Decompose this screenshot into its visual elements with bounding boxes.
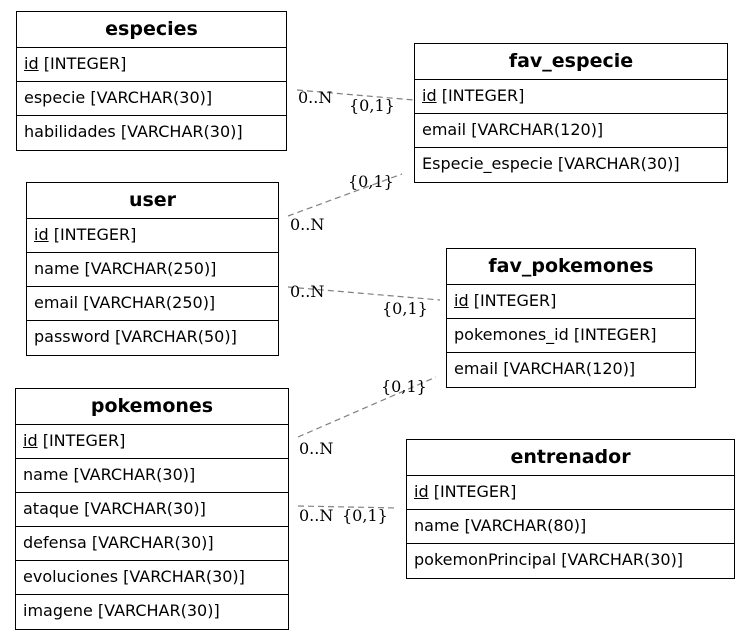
- field-row: name [VARCHAR(250)]: [27, 253, 278, 287]
- field-row: defensa [VARCHAR(30)]: [16, 527, 288, 561]
- field-type: [INTEGER]: [428, 482, 517, 501]
- primary-key: id: [23, 431, 38, 450]
- card-pokemones-entrenador-from: 0..N: [299, 506, 334, 525]
- primary-key: id: [34, 225, 49, 244]
- field-row: id [INTEGER]: [17, 48, 286, 82]
- field-type: [INTEGER]: [468, 291, 557, 310]
- entity-especies: especies id [INTEGER] especie [VARCHAR(3…: [16, 11, 287, 151]
- field-row: ataque [VARCHAR(30)]: [16, 493, 288, 527]
- field-row: pokemones_id [INTEGER]: [447, 319, 695, 353]
- field-row: id [INTEGER]: [415, 80, 727, 114]
- field-row: email [VARCHAR(250)]: [27, 287, 278, 321]
- field-type: [INTEGER]: [38, 54, 127, 73]
- entity-title: fav_especie: [415, 44, 727, 80]
- card-user-especie-from: 0..N: [290, 215, 325, 234]
- field-row: email [VARCHAR(120)]: [454, 359, 636, 378]
- field-type: [INTEGER]: [436, 86, 525, 105]
- field-row: id [INTEGER]: [27, 219, 278, 253]
- card-pokemones-fav-from: 0..N: [299, 439, 334, 458]
- field-row: password [VARCHAR(50)]: [34, 327, 237, 346]
- link-user-fav-especie: [287, 173, 403, 217]
- field-row: email [VARCHAR(120)]: [415, 114, 727, 148]
- field-row: evoluciones [VARCHAR(30)]: [16, 561, 288, 595]
- primary-key: id: [414, 482, 429, 501]
- entity-entrenador: entrenador id [INTEGER] name [VARCHAR(80…: [406, 439, 735, 579]
- link-pokemones-fav-pokemones: [297, 376, 437, 438]
- field-row: especie [VARCHAR(30)]: [17, 82, 286, 116]
- field-row: id [INTEGER]: [447, 285, 695, 319]
- entity-title: pokemones: [16, 389, 288, 425]
- card-especies-from: 0..N: [298, 88, 333, 107]
- card-especies-to: {0,1}: [349, 96, 395, 115]
- primary-key: id: [454, 291, 469, 310]
- card-pokemones-fav-to: {0,1}: [381, 377, 427, 396]
- entity-user: user id [INTEGER] name [VARCHAR(250)] em…: [26, 182, 279, 356]
- field-type: [INTEGER]: [37, 431, 126, 450]
- card-user-pokemones-to: {0,1}: [382, 299, 428, 318]
- card-pokemones-entrenador-to: {0,1}: [342, 506, 388, 525]
- entity-fav-pokemones: fav_pokemones id [INTEGER] pokemones_id …: [446, 248, 696, 388]
- card-user-pokemones-from: 0..N: [290, 282, 325, 301]
- entity-title: fav_pokemones: [447, 249, 695, 285]
- field-row: id [INTEGER]: [16, 425, 288, 459]
- field-row: name [VARCHAR(80)]: [407, 510, 734, 544]
- field-row: Especie_especie [VARCHAR(30)]: [422, 154, 680, 173]
- entity-title: especies: [17, 12, 286, 48]
- primary-key: id: [24, 54, 39, 73]
- card-user-especie-to: {0,1}: [348, 172, 394, 191]
- field-row: id [INTEGER]: [407, 476, 734, 510]
- entity-title: entrenador: [407, 440, 734, 476]
- field-row: imagene [VARCHAR(30)]: [23, 601, 220, 620]
- link-pokemones-entrenador: [297, 505, 399, 509]
- entity-title: user: [27, 183, 278, 219]
- field-row: pokemonPrincipal [VARCHAR(30)]: [414, 550, 684, 569]
- entity-pokemones: pokemones id [INTEGER] name [VARCHAR(30)…: [15, 388, 289, 630]
- entity-fav-especie: fav_especie id [INTEGER] email [VARCHAR(…: [414, 43, 728, 183]
- field-row: habilidades [VARCHAR(30)]: [24, 122, 243, 141]
- primary-key: id: [422, 86, 437, 105]
- link-user-fav-pokemones: [287, 286, 441, 301]
- field-type: [INTEGER]: [48, 225, 137, 244]
- field-row: name [VARCHAR(30)]: [16, 459, 288, 493]
